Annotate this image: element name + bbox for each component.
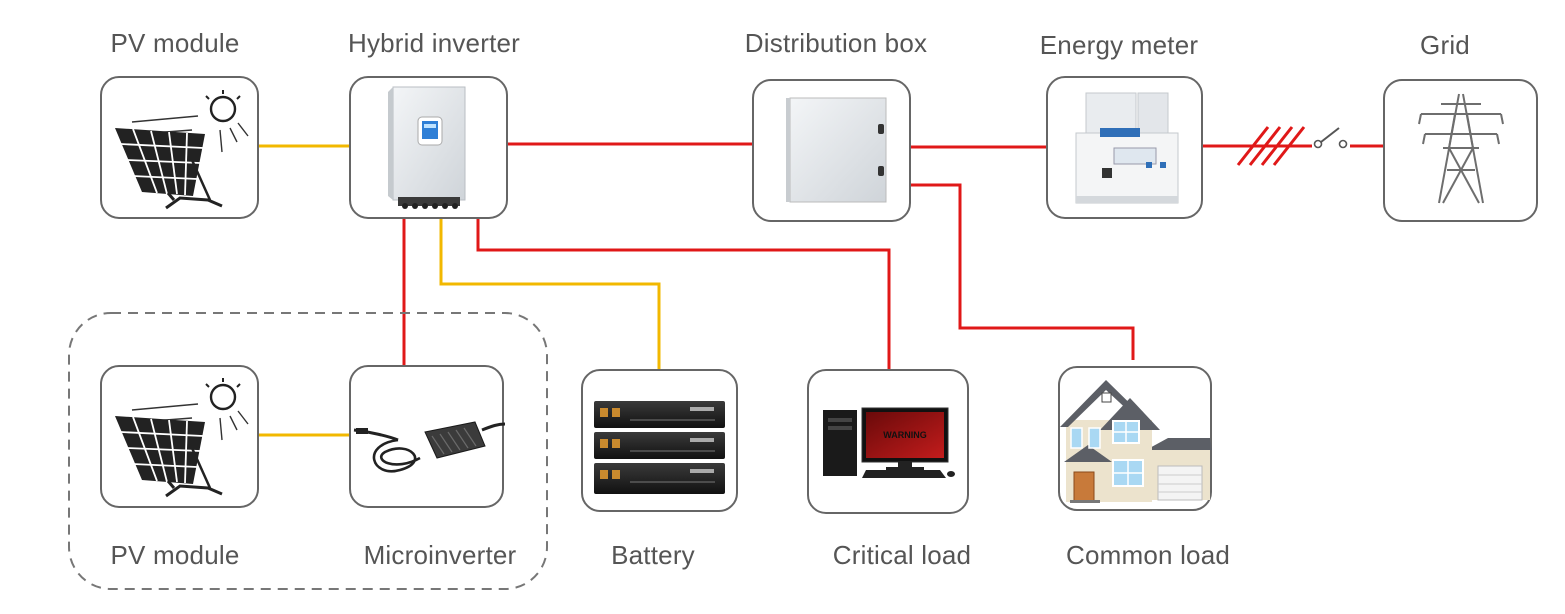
distribution-box-label: Distribution box: [744, 28, 928, 58]
pv-module-bottom-box: [100, 365, 259, 508]
energy-meter-box: [1046, 76, 1203, 219]
grid-box: [1383, 79, 1538, 222]
microinverter-label: Microinverter: [363, 540, 517, 570]
pv-module-top-box: [100, 76, 259, 219]
ac-line-hybrid-to-critical-load: [476, 218, 891, 370]
ac-line-distribution-to-common-load: [910, 183, 1135, 360]
off-grid-pv-group: [68, 312, 548, 590]
computer-icon: WARNING: [823, 407, 955, 478]
connections: [258, 142, 1384, 437]
microinverter-box: [349, 365, 506, 508]
distribution-box-box: [752, 79, 911, 222]
energy-meter-label: Energy meter: [1039, 30, 1199, 60]
pv-module-bottom-label: PV module: [110, 540, 240, 570]
house-icon: [1060, 380, 1212, 503]
transmission-tower-icon: [1418, 93, 1504, 204]
battery-label: Battery: [611, 540, 695, 570]
energy-meter-icon: [1075, 92, 1179, 204]
critical-load-label: Critical load: [832, 540, 972, 570]
critical-load-box: WARNING: [807, 369, 969, 514]
battery-box: [581, 369, 738, 512]
grid-label: Grid: [1420, 30, 1470, 60]
distribution-box-icon: [786, 97, 887, 203]
battery-stack-icon: [594, 401, 725, 494]
common-load-box: [1058, 366, 1212, 511]
switch-icon: [1236, 126, 1348, 166]
microinverter-icon: [353, 421, 506, 473]
dc-line-hybrid-to-battery: [439, 218, 661, 370]
solar-panel-icon: [115, 378, 249, 498]
hybrid-inverter-icon: [388, 86, 466, 209]
solar-panel-icon: [115, 90, 249, 210]
pv-module-top-label: PV module: [110, 28, 240, 58]
hybrid-inverter-box: [349, 76, 508, 219]
hybrid-inverter-label: Hybrid inverter: [347, 28, 521, 58]
common-load-label: Common load: [1065, 540, 1231, 570]
screen-warning-text: WARNING: [883, 430, 927, 440]
